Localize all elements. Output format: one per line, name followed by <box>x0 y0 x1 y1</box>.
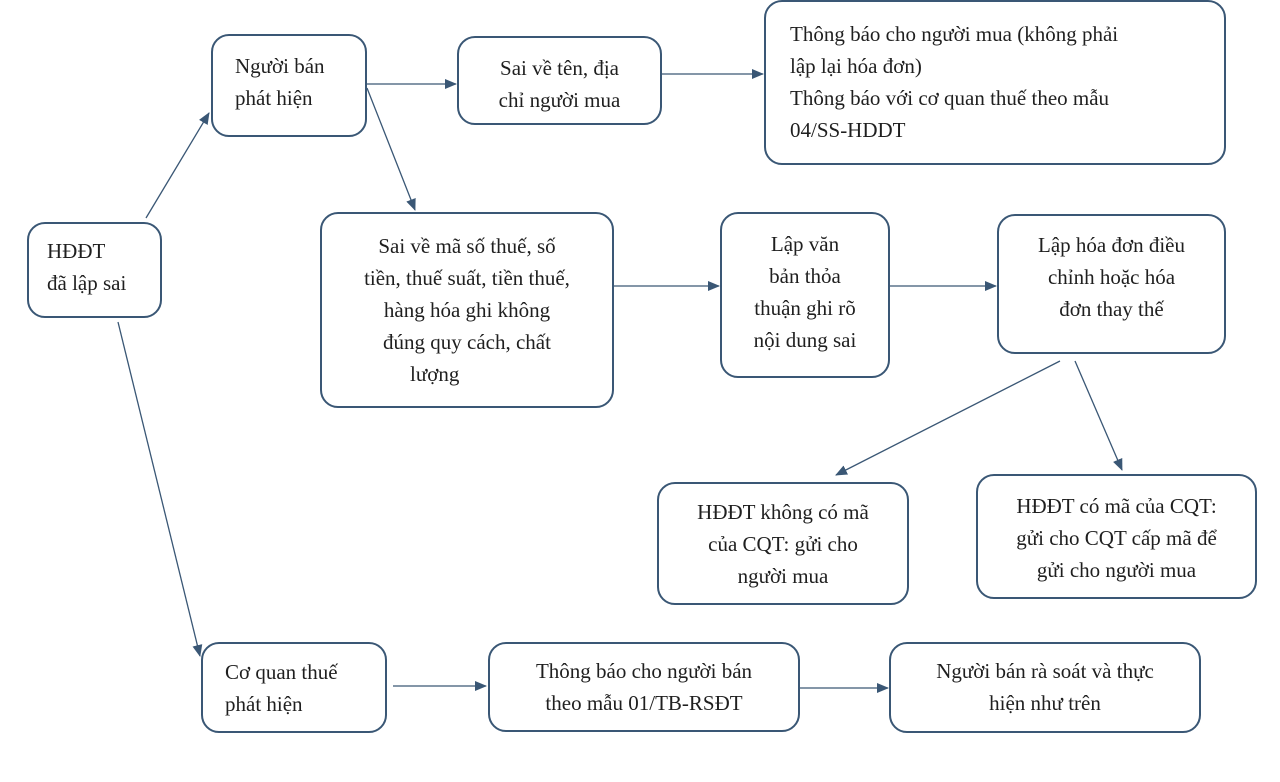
node-text: lượng <box>410 362 460 386</box>
node-text: gửi cho người mua <box>1036 558 1197 582</box>
node-text: Người bán <box>235 54 325 78</box>
node-no-code: HĐĐT không có mã của CQT: gửi cho người … <box>657 482 909 605</box>
node-text: đúng quy cách, chất <box>383 330 551 354</box>
node-text: Sai về mã số thuế, số <box>378 234 556 258</box>
node-text: của CQT: gửi cho <box>708 532 858 556</box>
node-tax-detects: Cơ quan thuế phát hiện <box>201 642 387 733</box>
node-seller-detects: Người bán phát hiện <box>211 34 367 137</box>
node-text: người mua <box>737 564 829 588</box>
node-text: đơn thay thế <box>1059 297 1164 321</box>
node-text: Người bán rà soát và thực <box>936 659 1154 683</box>
node-text: HĐĐT có mã của CQT: <box>1016 494 1217 518</box>
node-text: HĐĐT <box>47 239 106 263</box>
node-text: nội dung sai <box>753 328 857 352</box>
arrow-seller-to-wrong-tax <box>366 87 416 211</box>
node-text: Lập hóa đơn điều <box>1038 233 1185 257</box>
node-text: chỉnh hoặc hóa <box>1047 265 1176 289</box>
node-text: gửi cho CQT cấp mã để <box>1016 526 1217 550</box>
node-text: hàng hóa ghi không <box>383 298 551 322</box>
node-text: thuận ghi rõ <box>754 296 856 320</box>
arrow-start-to-seller <box>145 112 210 219</box>
node-text: đã lập sai <box>47 271 127 295</box>
node-text: Thông báo với cơ quan thuế theo mẫu <box>790 86 1110 110</box>
node-wrong-name-address: Sai về tên, địa chỉ người mua <box>457 36 662 125</box>
arrow-adjust-to-no-code <box>835 360 1061 476</box>
node-agreement-doc: Lập văn bản thỏa thuận ghi rõ nội dung s… <box>720 212 890 378</box>
node-start: HĐĐT đã lập sai <box>27 222 162 318</box>
node-text: tiền, thuế suất, tiền thuế, <box>364 266 570 290</box>
node-with-code: HĐĐT có mã của CQT: gửi cho CQT cấp mã đ… <box>976 474 1257 599</box>
node-text: Cơ quan thuế <box>225 660 338 684</box>
node-notify-buyer-tax: Thông báo cho người mua (không phải lập … <box>764 0 1226 165</box>
node-text: Sai về tên, địa <box>500 56 619 80</box>
arrow-start-to-tax <box>117 321 203 657</box>
node-text: Thông báo cho người mua (không phải <box>790 22 1119 46</box>
node-text: bản thỏa <box>769 264 841 288</box>
node-wrong-tax-code: Sai về mã số thuế, số tiền, thuế suất, t… <box>320 212 614 408</box>
node-text: Lập văn <box>770 232 840 256</box>
node-seller-review: Người bán rà soát và thực hiện như trên <box>889 642 1201 733</box>
node-text: chỉ người mua <box>498 88 621 112</box>
node-text: hiện như trên <box>989 691 1101 715</box>
node-text: phát hiện <box>225 692 303 716</box>
node-text: Thông báo cho người bán <box>535 659 753 683</box>
node-text: phát hiện <box>235 86 313 110</box>
node-notify-seller: Thông báo cho người bán theo mẫu 01/TB-R… <box>488 642 800 732</box>
node-text: theo mẫu 01/TB-RSĐT <box>545 691 743 715</box>
node-adjust-replace: Lập hóa đơn điều chỉnh hoặc hóa đơn thay… <box>997 214 1226 354</box>
arrow-adjust-to-with-code <box>1074 360 1123 471</box>
node-text: HĐĐT không có mã <box>697 500 869 524</box>
node-text: 04/SS-HDDT <box>790 118 906 142</box>
node-text: lập lại hóa đơn) <box>790 54 922 78</box>
